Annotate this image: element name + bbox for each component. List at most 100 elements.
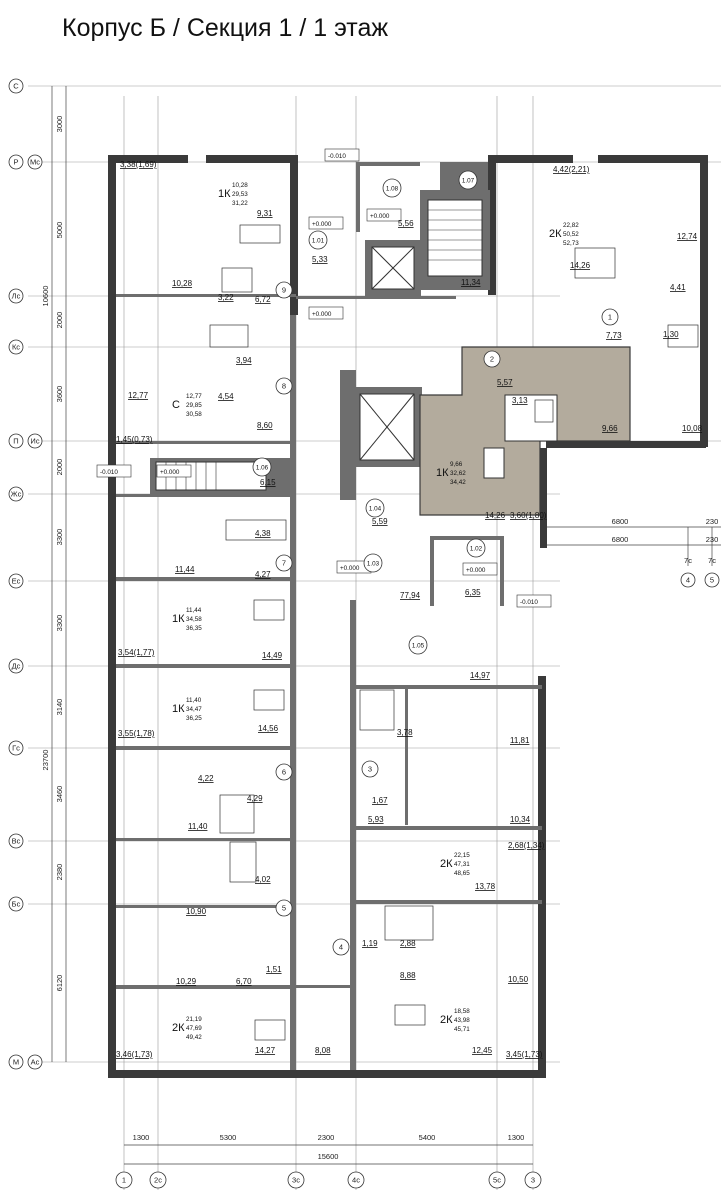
- dimension-value: 3300: [55, 615, 64, 632]
- room-area: 3,38(1,69): [120, 160, 157, 169]
- apartment-type: 1К: [436, 467, 449, 479]
- dimension-value: 23700: [41, 750, 50, 771]
- apartment-living-area: 10,28: [232, 182, 248, 189]
- interior-walls: [116, 162, 542, 1070]
- apartment-area-with-balcony: 30,58: [186, 411, 202, 418]
- axis-label: 7с: [708, 556, 716, 565]
- room-number-bubble-label: 3: [368, 765, 372, 774]
- room-area: 5,56: [398, 219, 414, 228]
- axis-bubble: [8, 339, 24, 355]
- room-area: 5,33: [312, 255, 328, 264]
- axis-bubble: [8, 740, 24, 756]
- apartment-living-area: 22,15: [454, 852, 470, 859]
- axis-bubble-label: 4: [686, 576, 690, 585]
- axis-bubble: [704, 572, 720, 588]
- axis-bubble-label: 2с: [154, 1176, 162, 1185]
- axis-bubble-label: 5с: [493, 1176, 501, 1185]
- room-area: 6,72: [255, 295, 271, 304]
- apartment-total-area: 50,52: [563, 231, 579, 238]
- room-area: 3,46(1,73): [116, 1050, 153, 1059]
- room-area: 2,88: [400, 939, 416, 948]
- axis-bubble: [115, 1171, 133, 1189]
- zone-bubble-label: 1.01: [312, 238, 325, 245]
- plan-title: Корпус Б / Секция 1 / 1 этаж: [62, 14, 389, 42]
- axis-bubble: [8, 658, 24, 674]
- axis-bubble-label: Лс: [12, 292, 21, 301]
- room-area: 6,70: [236, 977, 252, 986]
- zone-bubble: [382, 178, 402, 198]
- room-area: 1,45(0,73): [116, 435, 153, 444]
- room-area: 4,42(2,21): [553, 165, 590, 174]
- room-area: 11,81: [510, 736, 530, 745]
- apartment-type: 2К: [172, 1022, 185, 1034]
- apartment-total-area: 43,98: [454, 1017, 470, 1024]
- room-area: 14,26: [570, 261, 591, 270]
- apartment-living-area: 21,19: [186, 1016, 202, 1023]
- zone-bubble-label: 1.05: [412, 643, 425, 650]
- zone-bubble-label: 1.06: [256, 465, 269, 472]
- room-area: 11,44: [175, 565, 195, 574]
- zone-bubble-label: 1.04: [369, 506, 382, 513]
- zone-bubble: [466, 538, 486, 558]
- axis-label: 7с: [684, 556, 692, 565]
- dimension-value: 2000: [55, 312, 64, 329]
- apartment-area-with-balcony: 36,35: [186, 625, 202, 632]
- dimension-total: 15600: [318, 1152, 339, 1161]
- room-area: 3,60(1,80): [510, 511, 547, 520]
- axis-bubble-label: 5: [710, 576, 714, 585]
- room-area: 1,30: [663, 330, 679, 339]
- level-mark: +0.000: [312, 311, 332, 318]
- axis-bubble: [8, 486, 24, 502]
- axis-bubble-label: Ас: [31, 1058, 40, 1067]
- room-area: 14,26: [485, 511, 506, 520]
- axis-bubble-label: Р: [13, 158, 18, 167]
- room-area: 10,08: [682, 424, 703, 433]
- dimension-value: 1300: [133, 1133, 150, 1142]
- room-area: 11,34: [461, 278, 481, 287]
- dimension-value: 230: [706, 517, 719, 526]
- fixtures: [209, 224, 699, 1041]
- room-area: 77,94: [400, 591, 421, 600]
- apartment-total-area: 32,62: [450, 470, 466, 477]
- apartment-total-area: 47,31: [454, 861, 470, 868]
- apartment-total-area: 34,47: [186, 706, 202, 713]
- zone-bubble: [408, 635, 428, 655]
- apartment-type: 2К: [549, 228, 562, 240]
- apartment-living-area: 11,44: [186, 607, 202, 614]
- axis-bubble-label: Гс: [12, 744, 20, 753]
- room-area: 12,74: [677, 232, 698, 241]
- room-number-bubble: [332, 938, 350, 956]
- axis-bubble-label: Жс: [11, 490, 22, 499]
- axis-bubble: [488, 1171, 506, 1189]
- dimension-value: 10600: [41, 286, 50, 307]
- dimension-value: 2380: [55, 864, 64, 881]
- axis-bubble-label: 1: [122, 1176, 126, 1185]
- room-number-bubble: [361, 760, 379, 778]
- apartment-living-area: 22,82: [563, 222, 579, 229]
- axis-bubble: [8, 833, 24, 849]
- dimension-value: 1300: [508, 1133, 525, 1142]
- room-area: 4,29: [247, 794, 263, 803]
- level-mark: -0.010: [328, 153, 346, 160]
- axis-bubble: [287, 1171, 305, 1189]
- room-area: 14,56: [258, 724, 279, 733]
- room-number-bubble: [275, 281, 293, 299]
- apartment-type: 1К: [172, 613, 185, 625]
- room-number-bubble-label: 7: [282, 559, 286, 568]
- left-dimension-line: [51, 86, 67, 1062]
- room-area: 8,08: [315, 1046, 331, 1055]
- apartment-area-with-balcony: 48,65: [454, 870, 470, 877]
- apartment-type: 1К: [172, 703, 185, 715]
- room-area: 14,27: [255, 1046, 276, 1055]
- room-number-bubble: [483, 350, 501, 368]
- room-area: 3,13: [512, 396, 528, 405]
- dimension-value: 3300: [55, 529, 64, 546]
- right-dimension-line: [547, 526, 721, 566]
- zone-bubble: [252, 457, 272, 477]
- axis-bubble: [27, 433, 43, 449]
- apartment-living-area: 9,66: [450, 461, 463, 468]
- room-area: 10,28: [172, 279, 193, 288]
- room-number-bubble: [275, 377, 293, 395]
- room-area: 2,68(1,34): [508, 841, 545, 850]
